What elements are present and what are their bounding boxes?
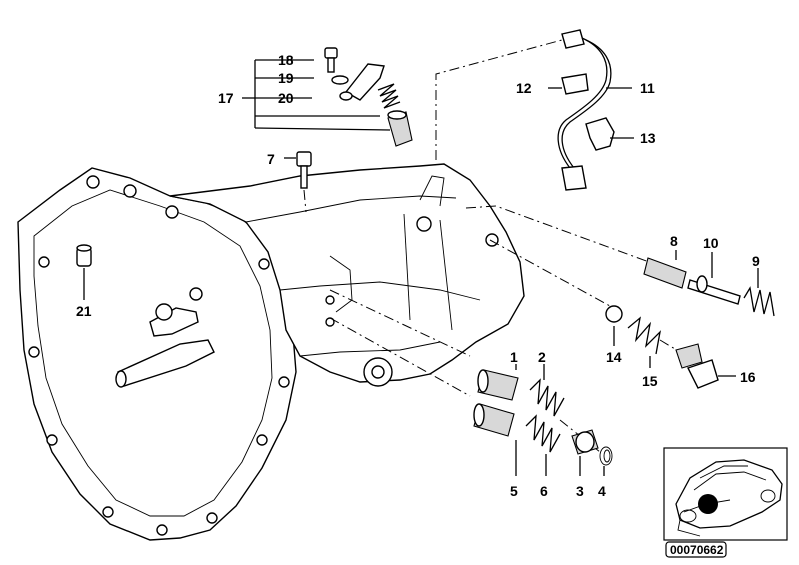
locator-dot <box>698 494 718 514</box>
car-location-icon <box>675 459 783 537</box>
part-label-7: 7 <box>267 151 275 167</box>
part-label-12: 12 <box>516 80 532 96</box>
shift-shaft-parts <box>465 205 775 317</box>
parts-17-20-group <box>242 47 413 147</box>
part-21-dowel-pin <box>76 244 92 300</box>
locator-frame <box>663 447 788 541</box>
part-label-3: 3 <box>576 483 584 499</box>
part-label-15: 15 <box>642 373 658 389</box>
part-label-19: 19 <box>278 70 294 86</box>
image-code: 00070662 <box>670 543 724 557</box>
part-label-18: 18 <box>278 52 294 68</box>
detent-parts <box>605 305 736 389</box>
part-label-14: 14 <box>606 349 622 365</box>
part-label-4: 4 <box>598 483 606 499</box>
part-label-11: 11 <box>640 80 655 96</box>
part-label-16: 16 <box>740 369 756 385</box>
part-label-13: 13 <box>640 130 656 146</box>
part-label-20: 20 <box>278 90 294 106</box>
part-label-6: 6 <box>540 483 548 499</box>
part-label-17: 17 <box>218 90 234 106</box>
sensor-wiring <box>435 29 634 191</box>
input-shaft <box>115 287 215 388</box>
part-7-bolt <box>284 151 312 213</box>
part-label-2: 2 <box>538 349 546 365</box>
part-number-labels: 1 2 3 4 5 6 7 8 9 10 11 12 13 14 15 16 1… <box>76 52 760 499</box>
part-label-9: 9 <box>752 253 760 269</box>
image-code-frame <box>665 541 727 558</box>
locator-inset: 00070662 <box>663 447 788 558</box>
transmission-housing <box>17 163 525 541</box>
part-label-5: 5 <box>510 483 518 499</box>
part-label-8: 8 <box>670 233 678 249</box>
plunger-parts <box>329 289 613 476</box>
part-label-10: 10 <box>703 235 719 251</box>
part-label-21: 21 <box>76 303 92 319</box>
part-label-1: 1 <box>510 349 518 365</box>
flange-bolt-bosses <box>28 175 290 536</box>
